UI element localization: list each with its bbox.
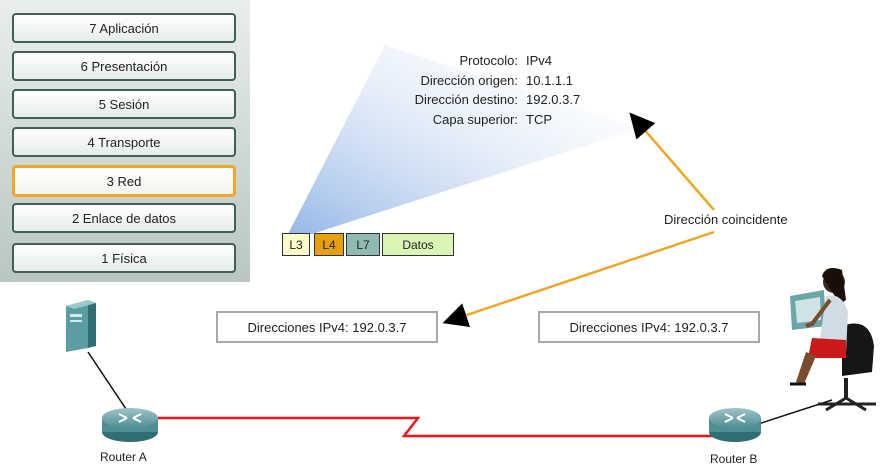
protocol-key: Protocolo: — [459, 53, 518, 68]
layer-label: 1 Física — [101, 250, 147, 266]
layer-label: 2 Enlace de datos — [71, 210, 177, 226]
header-label: L4 — [322, 237, 336, 252]
router-a-address-box: Direcciones IPv4: 192.0.3.7 — [216, 311, 438, 343]
user-workstation-icon — [790, 268, 876, 412]
zoom-beam — [288, 45, 640, 234]
protocol-info-panel: Protocolo: IPv4 Dirección origen: 10.1.1… — [325, 51, 626, 130]
source-address-key: Dirección origen: — [420, 72, 518, 88]
router-a-label: Router A — [100, 450, 147, 464]
layer-network[interactable]: 3 Red — [12, 165, 236, 197]
protocol-row: Protocolo: IPv4 — [325, 51, 626, 71]
destination-address-row: Dirección destino: 192.0.3.7 — [325, 90, 626, 110]
upper-layer-value: TCP — [526, 112, 552, 128]
cable-server-router-a — [87, 351, 129, 413]
header-label: Datos — [402, 237, 434, 252]
router-b-label: Router B — [710, 452, 758, 466]
upper-layer-key: Capa superior: — [432, 112, 518, 128]
destination-address-key: Dirección destino: — [414, 92, 518, 108]
layer-label: 3 Red — [106, 173, 142, 189]
layer-label: 6 Presentación — [80, 58, 168, 74]
upper-layer-row: Capa superior: TCP — [325, 110, 626, 130]
layer-session[interactable]: 5 Sesión — [12, 89, 236, 119]
header-label: L7 — [356, 237, 370, 252]
header-label: L3 — [289, 237, 303, 252]
header-data[interactable]: Datos — [382, 233, 454, 256]
source-address-row: Dirección origen: 10.1.1.1 — [325, 71, 626, 91]
layer-label: 5 Sesión — [98, 96, 150, 112]
source-address-value: 10.1.1.1 — [526, 72, 573, 88]
header-l3[interactable]: L3 — [282, 233, 310, 256]
layer-transport[interactable]: 4 Transporte — [12, 127, 236, 157]
layer-presentation[interactable]: 6 Presentación — [12, 51, 236, 81]
router-b-address: Direcciones IPv4: 192.0.3.7 — [569, 319, 729, 335]
protocol-value: IPv4 — [526, 53, 553, 68]
server-icon — [66, 300, 96, 352]
router-a-address: Direcciones IPv4: 192.0.3.7 — [247, 319, 407, 335]
match-arrow-up — [629, 112, 715, 211]
layer-data-link[interactable]: 2 Enlace de datos — [12, 203, 236, 233]
match-label: Dirección coincidente — [664, 212, 788, 227]
layer-physical[interactable]: 1 Física — [12, 243, 236, 273]
header-l4[interactable]: L4 — [314, 233, 344, 256]
layer-label: 7 Aplicación — [89, 20, 159, 36]
destination-address-value: 192.0.3.7 — [526, 92, 581, 108]
match-arrow-down — [442, 230, 715, 328]
header-l7[interactable]: L7 — [346, 233, 380, 256]
wan-link — [158, 416, 722, 438]
layer-application[interactable]: 7 Aplicación — [12, 13, 236, 43]
router-b-icon — [709, 408, 761, 442]
router-b-address-box: Direcciones IPv4: 192.0.3.7 — [538, 311, 760, 343]
layer-label: 4 Transporte — [87, 134, 161, 150]
router-a-icon — [102, 408, 158, 442]
